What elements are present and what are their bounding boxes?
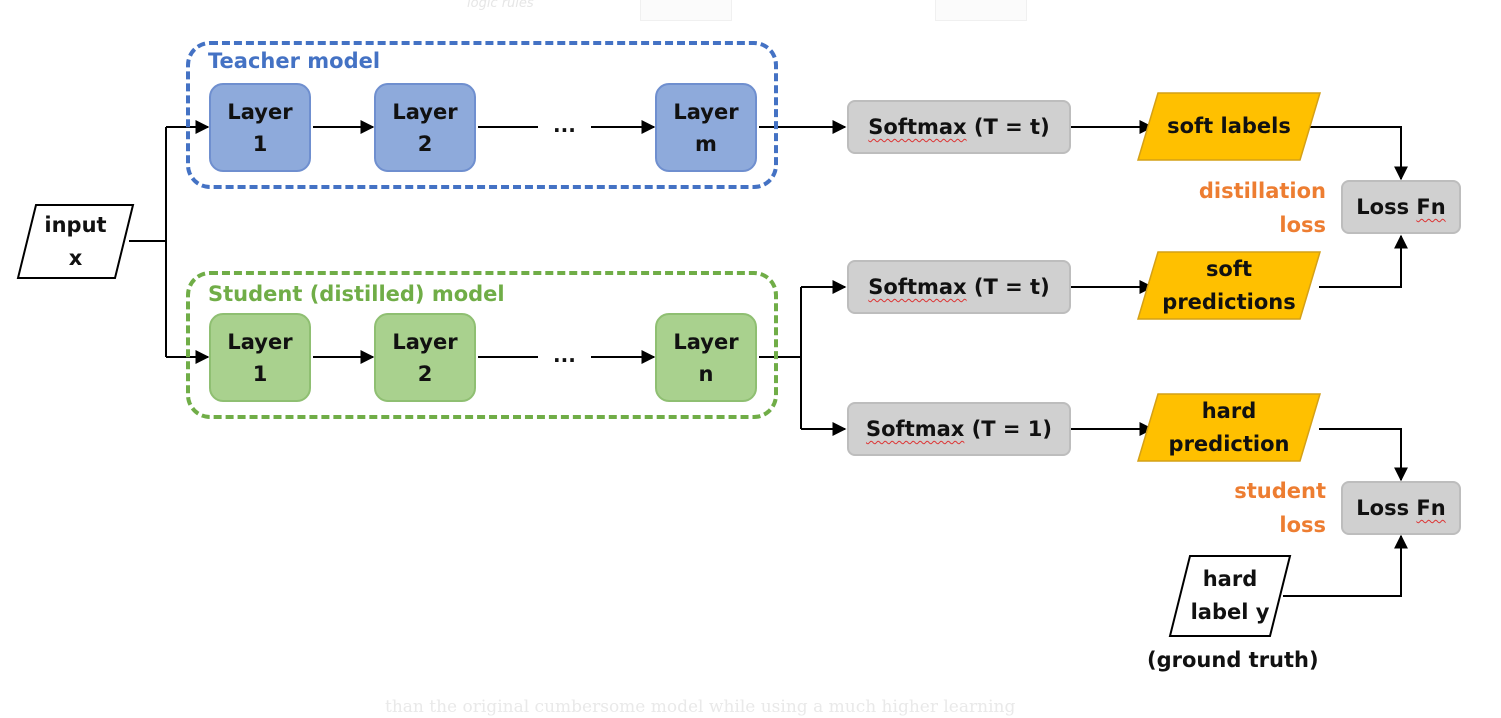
softmax-name: Softmax (866, 417, 965, 441)
student-layer-1: Layer 1 (209, 313, 311, 402)
soft-predictions-line1: soft (1205, 256, 1253, 281)
soft-labels-to-loss-arrow (1310, 126, 1408, 181)
teacher-model-title: Teacher model (208, 49, 381, 73)
student-layer-2: Layer 2 (374, 313, 476, 402)
hard-prediction-to-loss-arrow (1319, 428, 1408, 482)
loss-fn-word2: Fn (1416, 496, 1446, 520)
softmax-name: Softmax (868, 275, 967, 299)
loss-fn-word1: Loss (1356, 195, 1410, 219)
soft-predictions-to-loss-arrow (1319, 234, 1408, 288)
student-loss-fn-box: Loss Fn (1341, 481, 1461, 535)
student-model-group (186, 271, 778, 419)
softmax-temperature: (T = t) (973, 115, 1050, 139)
faint-background-caption-bottom: than the original cumbersome model while… (385, 697, 1016, 717)
softmax-temperature: (T = 1) (971, 417, 1052, 441)
teacher-layer-1: Layer 1 (209, 83, 311, 172)
hard-label-node: hard label y (1170, 556, 1290, 636)
distillation-loss-fn-box: Loss Fn (1341, 180, 1461, 234)
hard-label-parallelogram (1168, 555, 1292, 637)
soft-labels-label: soft labels (1167, 114, 1291, 138)
layer-index: m (695, 131, 717, 156)
soft-labels-parallelogram (1136, 92, 1322, 161)
teacher-layer-m: Layer m (655, 83, 757, 172)
teacher-layer-2: Layer 2 (374, 83, 476, 172)
hard-label-line1: hard (1202, 567, 1258, 591)
layer-index: 2 (417, 131, 433, 156)
hard-prediction-line2: prediction (1168, 431, 1290, 456)
ground-truth-caption: (ground truth) (1147, 648, 1319, 672)
input-label: input (44, 212, 107, 237)
layer-index: 1 (252, 361, 268, 386)
student-model-title: Student (distilled) model (208, 282, 505, 306)
student-softmax-hard-box: Softmax (T = 1) (847, 402, 1071, 456)
input-parallelogram (16, 204, 135, 279)
softmax-temperature: (T = t) (973, 275, 1050, 299)
layer-index: 2 (417, 361, 433, 386)
soft-labels-node: soft labels (1138, 93, 1320, 160)
layer-index: 1 (252, 131, 268, 156)
faint-background-box (640, 0, 732, 21)
layer-label: Layer (392, 329, 458, 354)
faint-background-box (935, 0, 1027, 21)
hard-prediction-node: hard prediction (1138, 394, 1320, 461)
teacher-model-group (186, 41, 778, 189)
student-softmax-soft-box: Softmax (T = t) (847, 260, 1071, 314)
hard-prediction-parallelogram (1136, 393, 1322, 462)
layer-label: Layer (227, 99, 293, 124)
student-layer-n: Layer n (655, 313, 757, 402)
layer-label: Layer (673, 329, 739, 354)
distillation-loss-label: distillation loss (1186, 174, 1326, 242)
faint-background-caption-top: logic rules (467, 0, 534, 11)
teacher-ellipsis: ... (553, 113, 576, 137)
loss-fn-word2: Fn (1416, 195, 1446, 219)
soft-predictions-node: soft predictions (1138, 252, 1320, 319)
student-loss-word2: loss (1279, 513, 1326, 537)
student-loss-label: student loss (1186, 474, 1326, 542)
student-loss-word1: student (1234, 479, 1326, 503)
softmax-name: Softmax (868, 115, 967, 139)
input-variable: x (68, 245, 83, 270)
hard-label-line2: label y (1190, 600, 1270, 624)
distillation-loss-word2: loss (1279, 213, 1326, 237)
teacher-softmax-box: Softmax (T = t) (847, 100, 1071, 154)
loss-fn-word1: Loss (1356, 496, 1410, 520)
student-ellipsis: ... (553, 343, 576, 367)
layer-label: Layer (673, 99, 739, 124)
soft-predictions-parallelogram (1136, 251, 1322, 320)
layer-index: n (698, 361, 714, 386)
layer-label: Layer (392, 99, 458, 124)
input-node: input x (18, 205, 133, 278)
hard-label-to-loss-arrow (1283, 534, 1408, 597)
hard-prediction-line1: hard (1201, 398, 1257, 423)
soft-predictions-line2: predictions (1162, 289, 1296, 314)
layer-label: Layer (227, 329, 293, 354)
distillation-loss-word1: distillation (1198, 179, 1326, 203)
